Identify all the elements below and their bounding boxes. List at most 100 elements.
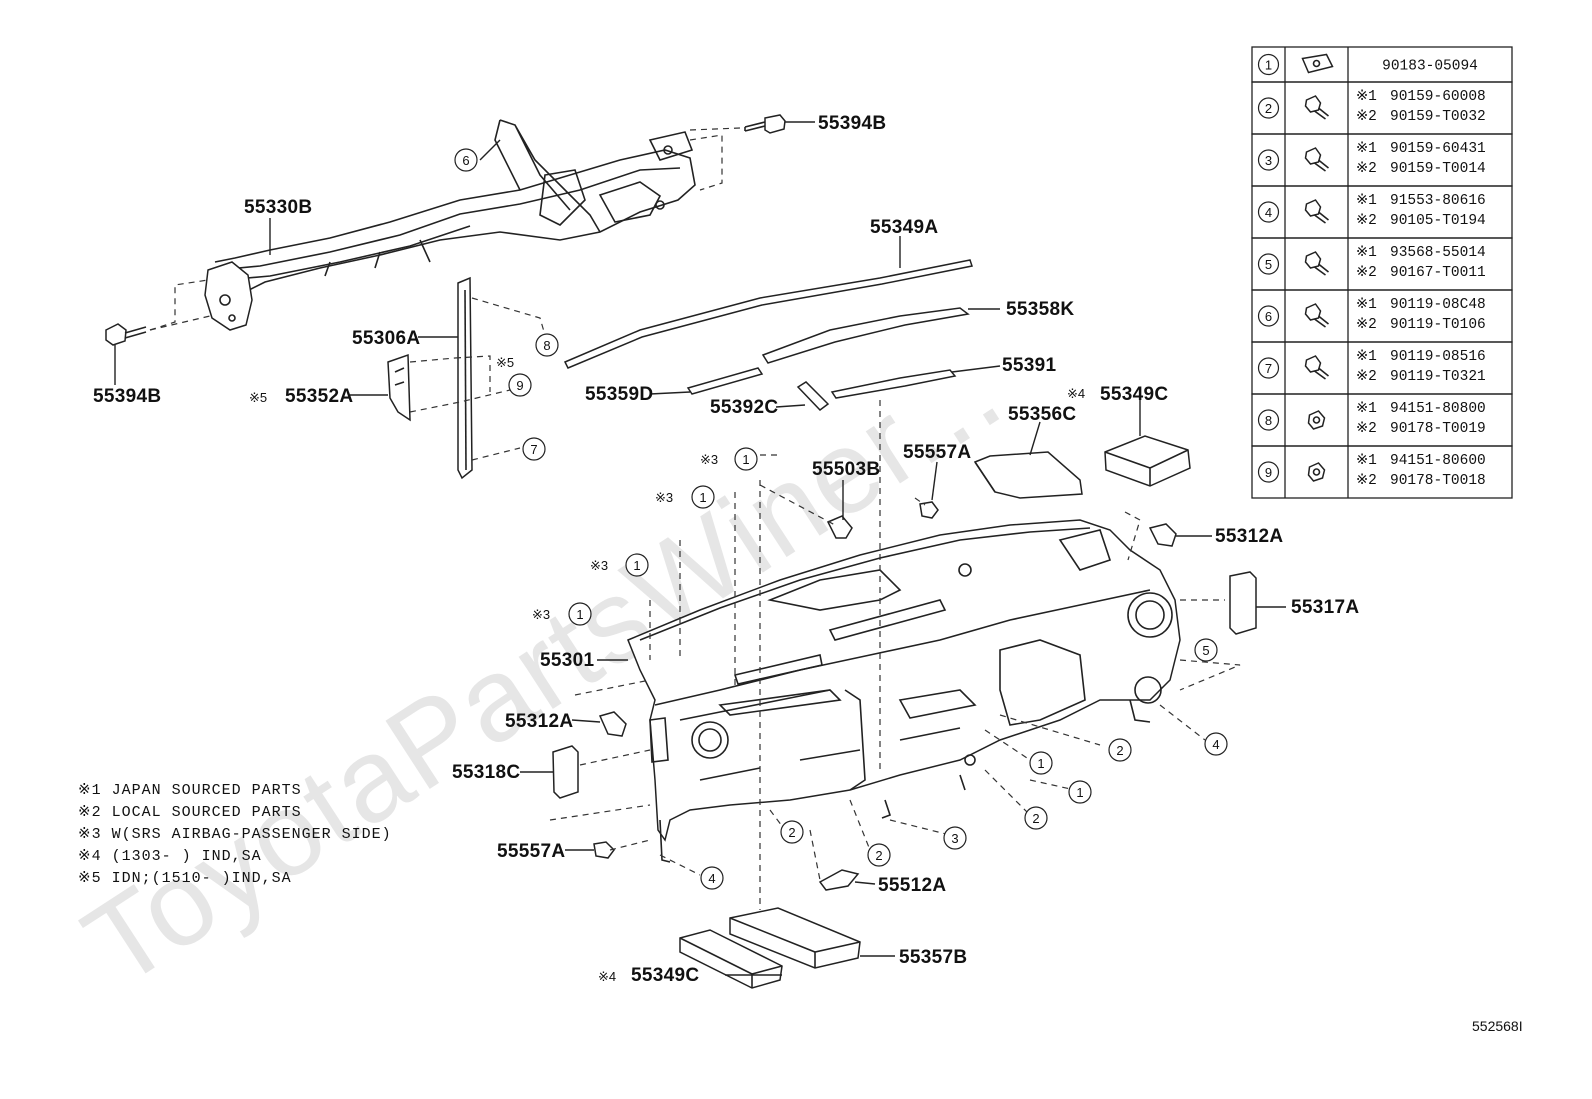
bracket-55352A-drawing [387,353,411,422]
svg-text:8: 8 [543,338,550,353]
table-source-mark: ※1 [1356,193,1377,209]
table-source-mark: ※2 [1356,265,1377,281]
pad-55357B-drawing [729,907,861,969]
table-ref-number: 4 [1265,205,1272,220]
table-source-mark: ※2 [1356,369,1377,385]
table-ref-circle [1257,253,1280,275]
table-source-mark: ※2 [1356,161,1377,177]
ref-circle-1a: 1 [734,447,758,471]
legend-line-4: ※4 (1303- ) IND,SA [78,848,262,865]
ref-circle-6: 6 [454,148,478,172]
ref-circle-1e: 1 [1029,751,1053,775]
svg-text:7: 7 [530,442,537,457]
svg-text:1: 1 [1076,785,1083,800]
pad-55349C-bottom-drawing [679,929,783,989]
pad-55391-drawing [830,369,957,399]
table-part-code: 90119-08516 [1390,349,1486,365]
svg-text:4: 4 [708,871,715,886]
clip-55503B-icon [826,515,853,539]
table-part-code: 90167-T0011 [1390,265,1486,281]
leader-lines [114,121,1286,976]
ref-circle-2c: 2 [780,820,804,844]
svg-text:2: 2 [1116,743,1123,758]
callout-55512A: 55512A [878,875,946,896]
garnish-55358K-drawing [761,307,970,364]
legend-line-5: ※5 IDN;(1510- )IND,SA [78,870,292,887]
ref-circles: 6 8 9 7 1 1 1 1 5 4 1 2 1 2 3 2 2 4 [454,148,1228,890]
callout-55394B-top: 55394B [818,113,886,134]
table-source-mark: ※1 [1356,349,1377,365]
bracket-55306A-drawing [457,276,473,480]
callout-55357B: 55357B [899,947,967,968]
table-part-code: 90159-T0014 [1390,161,1486,177]
callout-55392C: 55392C [710,397,778,418]
screw-icon [1304,95,1329,120]
legend-line-2: ※2 LOCAL SOURCED PARTS [78,804,302,821]
callout-55301: 55301 [540,650,594,671]
table-part-code: 94151-80800 [1390,401,1486,417]
instrument-panel-55301-drawing [627,519,1181,863]
guide-lines [549,400,1241,910]
pad-55359D-drawing [686,367,764,395]
callout-55358K: 55358K [1006,299,1074,320]
legend-line-1: ※1 JAPAN SOURCED PARTS [78,782,302,799]
bolt-55312A-right-icon [1148,523,1177,547]
ref-circle-5: 5 [1194,638,1218,662]
table-part-code: 94151-80600 [1390,453,1486,469]
screw-icon [1304,147,1329,172]
svg-text:5: 5 [1202,643,1209,658]
note-mark-4b: ※4 [598,969,616,984]
callout-55317A: 55317A [1291,597,1359,618]
ref-circle-3: 3 [943,826,967,850]
ref-circle-8: 8 [535,333,559,357]
legend: ※1 JAPAN SOURCED PARTS ※2 LOCAL SOURCED … [78,782,391,887]
callout-55312A-left: 55312A [505,711,573,732]
table-part-code: 90178-T0018 [1390,473,1486,489]
table-part-code: 90183-05094 [1382,59,1478,75]
table-part-code: 90119-08C48 [1390,297,1486,313]
clip-55557A-bottom-icon [593,841,615,859]
table-ref-circle [1257,201,1280,223]
table-ref-circle [1257,461,1280,483]
cover-55512A-icon [818,869,860,891]
table-part-code: 90119-T0106 [1390,317,1486,333]
svg-text:3: 3 [951,831,958,846]
svg-text:9: 9 [516,378,523,393]
table-source-mark: ※1 [1356,89,1377,105]
table-part-code: 91553-80616 [1390,193,1486,209]
bolt-icon [1304,355,1329,380]
callout-55306A: 55306A [352,328,420,349]
bracket-55317A-icon [1229,571,1257,635]
note-mark-5b: ※5 [496,355,514,370]
note-mark-3d: ※3 [532,607,550,622]
table-part-code: 90119-T0321 [1390,369,1486,385]
table-ref-circle [1257,53,1280,76]
svg-text:2: 2 [875,848,882,863]
table-source-mark: ※1 [1356,141,1377,157]
svg-text:2: 2 [1032,811,1039,826]
callout-55330B: 55330B [244,197,312,218]
bolt-55394B-left-icon [105,323,147,346]
table-source-mark: ※1 [1356,297,1377,313]
table-ref-number: 2 [1265,101,1272,116]
svg-text:1: 1 [1037,756,1044,771]
panel-reinforcement-drawing [204,119,696,331]
svg-text:1: 1 [576,607,583,622]
table-ref-circle [1257,149,1280,171]
nut-icon [1307,410,1326,430]
nut-icon [1307,462,1326,482]
table-source-mark: ※1 [1356,245,1377,261]
table-ref-number: 1 [1265,58,1272,73]
callout-55557A-top: 55557A [903,442,971,463]
table-source-mark: ※2 [1356,473,1377,489]
table-ref-circle [1257,357,1280,379]
bolt-55312A-left-icon [598,711,627,737]
table-ref-circle [1257,305,1280,327]
ref-circle-9: 9 [508,373,532,397]
ref-circle-7: 7 [522,437,546,461]
